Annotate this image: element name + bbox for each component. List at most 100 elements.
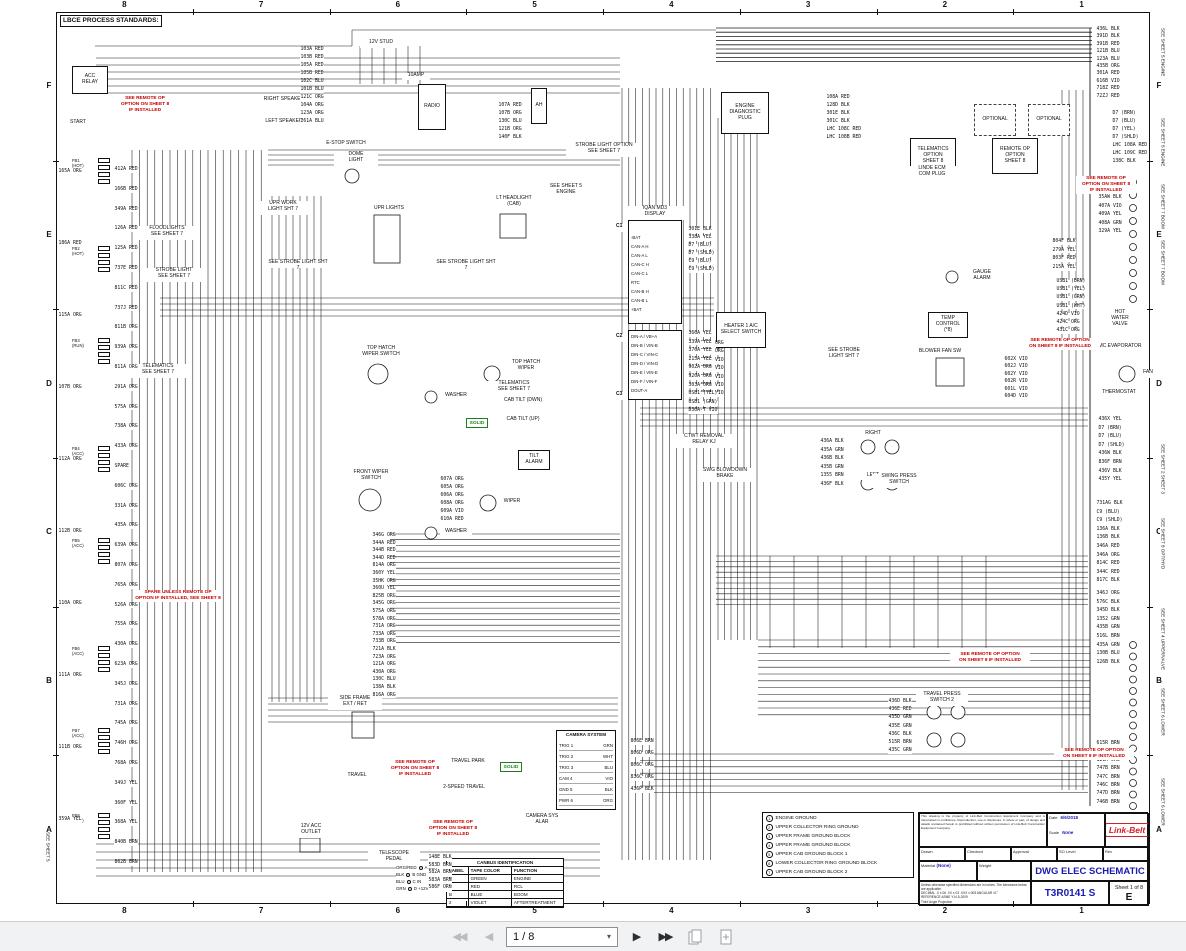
telematics-a: TELEMATICS SEE SHEET 7 (130, 363, 186, 378)
heater-ac-switch: HEATER 1 A/C SELECT SWITCH (716, 312, 766, 348)
zone-tick (1147, 309, 1153, 311)
drawing-number-cell: T3R0141 S (1031, 881, 1109, 906)
pedal-pin-icon (407, 886, 412, 891)
wire-label: 412A RED (114, 167, 139, 173)
camera-pin-color: VIO (605, 776, 613, 781)
zone-column-bottom: 6 (395, 906, 401, 915)
wire-label: 765A ORG (114, 582, 139, 589)
date-value: 6/6/2018 (1060, 815, 1078, 820)
wire-label: 165A ORG (58, 169, 83, 175)
wire-label: 391D BLK (1096, 34, 1121, 41)
wire-label: 121A ORG (1096, 757, 1121, 764)
strobe-light-sh7: STROBE LIGHT SEE SHEET 7 (146, 267, 202, 282)
fuse (98, 827, 110, 832)
zone-row-left: C (46, 527, 52, 537)
wire-label: 331A ORG (114, 503, 139, 510)
wire-label: 104A ORG (300, 103, 325, 109)
wire-label: 279A YEL (1052, 247, 1077, 254)
wire-label: 186A RED (58, 241, 83, 247)
fuse (98, 646, 110, 651)
ground-label: UPPER COLLECTOR RING GROUND (775, 825, 859, 830)
wire-label: 409A YEL (1098, 212, 1123, 218)
wire-label: 344B RED (372, 548, 397, 554)
zone-tick (1147, 458, 1153, 459)
next-page-button[interactable]: ▶ (625, 926, 647, 948)
ground-label: UPPER CAB GROUND BLOCK 1 (775, 852, 848, 857)
wire-label: USB1 (GRN) (688, 399, 718, 406)
camera-pin-color: ORG (602, 798, 613, 803)
wire-label: 112B ORG (58, 529, 83, 535)
fuse (98, 749, 110, 754)
wire-label: 359A YEL (58, 817, 83, 823)
front-wiper-switch: FRONT WIPER SWITCH (344, 469, 398, 484)
start-label: START (62, 119, 94, 128)
first-page-button[interactable]: ◀◀ (448, 926, 470, 948)
export-page-button[interactable] (714, 925, 738, 949)
wire-label: 338A YEL (688, 235, 713, 241)
wire-label: 803F RED (1052, 256, 1077, 262)
iqan-display: IQAN MD3 DISPLAY (626, 205, 684, 220)
fuse (98, 246, 110, 251)
wire-label: 408A GRN (1098, 220, 1123, 227)
fuse (98, 660, 110, 665)
sheet-ref-right: SEE SHEET 6 LOWER (1160, 688, 1166, 736)
sheet-ref-right: SEE SHEET 7 BOOM (1160, 240, 1166, 285)
prev-page-button[interactable]: ◀ (477, 926, 499, 948)
wire-label: 215A YEL (688, 356, 713, 363)
zone-tick (466, 9, 468, 15)
iqan-c2-pin: DIN-A / VB+A (631, 334, 679, 343)
wire-label: USB1 (YEL) (688, 391, 718, 397)
material-label: Material (921, 863, 936, 868)
wire-label: 138C BLK (1112, 159, 1137, 165)
wire-label: 121A ORG (372, 662, 397, 668)
wire-label: 136A BLK (1096, 526, 1121, 533)
wire-label: 436X YEL (1098, 417, 1123, 423)
zone-row-right: F (1156, 81, 1162, 91)
wire-label: 130B BLU (1096, 651, 1121, 657)
linde-ecm: LINDE ECM COM PLUG (906, 165, 958, 180)
sheet-ref-right: SEE SHEET 8 OPT/HYD (1160, 518, 1166, 570)
zone-column-bottom: 2 (942, 906, 948, 915)
wire-label: 107A RED (498, 103, 523, 109)
zone-column-bottom: 7 (258, 906, 264, 915)
wire-label: 107B ORG (58, 385, 83, 391)
ah-connector: AH (531, 88, 547, 124)
pedal-pin-label: D +12V (413, 886, 429, 891)
wire-label: 817C BLK (1096, 578, 1121, 585)
wire-label: 105A RED (300, 63, 325, 69)
wire-label: 148E BLK (428, 855, 453, 861)
cad-note: CAD - Solid Edge (921, 905, 1029, 906)
so-level-cell: SO Level (1057, 847, 1103, 861)
wire-label: 349A RED (114, 206, 139, 213)
scale-label: Scale (1049, 830, 1060, 835)
wire-label: C9 (BLU) (1096, 509, 1121, 516)
lt-headlight: LT HEADLIGHT (CAB) (486, 195, 542, 210)
wire-label: 110A ORG (58, 601, 83, 607)
last-page-button[interactable]: ▶▶ (654, 926, 676, 948)
fuse-group-label: FB6 (ACC) (72, 646, 96, 660)
wire-label: 360Y YEL (372, 571, 397, 577)
zone-row-left: A (46, 824, 52, 834)
remote-op-note: SEE REMOTE OP OPTION ON SHEET 8 IF INSTA… (1054, 748, 1134, 760)
page-select[interactable]: 1 / 8 ▾ (506, 926, 618, 947)
wire-label: 339A YEL (688, 339, 713, 346)
fuse (98, 460, 110, 465)
sheet-ref-left: SEE SHEET 5 (45, 832, 51, 862)
fuse (98, 820, 110, 825)
fuse-group-label: FB4 (ACC) (72, 446, 96, 460)
wire-label: 575A ORG (114, 404, 139, 411)
wire-label: 575A ORG (372, 609, 397, 615)
thermostat: THERMOSTAT (1094, 389, 1144, 398)
wire-label: 747D BRN (1096, 791, 1121, 798)
wire-label: 376A YEL (688, 348, 713, 354)
pedal-pin-icon (406, 879, 411, 884)
reference-note: REFERENCE ASME Y14.5-2009 (921, 895, 968, 900)
copy-page-button[interactable] (683, 925, 707, 949)
right-label: RIGHT (858, 430, 888, 438)
zone-tick (1147, 755, 1153, 757)
wire-label: 606C ORG (114, 483, 139, 490)
strobe-light-option: STROBE LIGHT OPTION SEE SHEET 7 (566, 142, 642, 157)
wire-label: 526A ORG (114, 602, 139, 609)
